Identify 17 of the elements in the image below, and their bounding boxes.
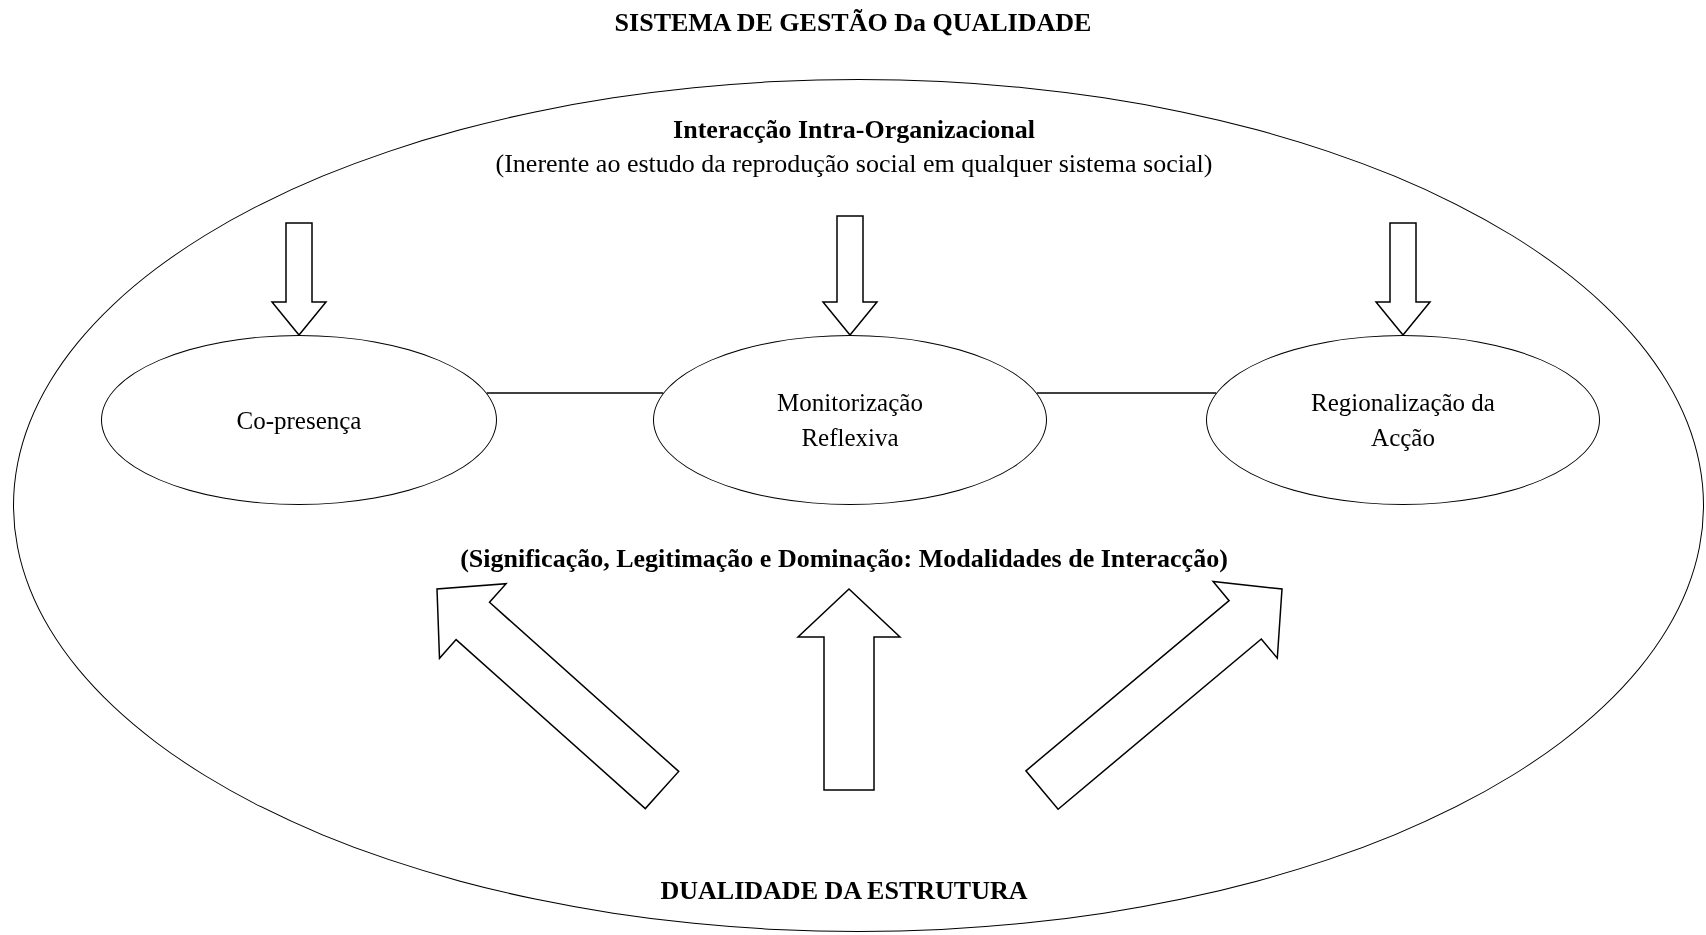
footer-label: DUALIDADE DA ESTRUTURA bbox=[660, 875, 1028, 908]
concept-ellipse: Monitorização Reflexiva bbox=[653, 335, 1047, 505]
block-arrow bbox=[796, 587, 902, 791]
outer-ellipse bbox=[13, 79, 1704, 932]
section-subtitle: (Inerente ao estudo da reprodução social em qualquer sistema social) bbox=[495, 147, 1213, 180]
connector-line bbox=[486, 392, 664, 394]
block-arrow bbox=[821, 215, 879, 337]
section-heading: Interacção Intra-Organizacional bbox=[673, 114, 1035, 146]
block-arrow bbox=[1024, 580, 1283, 811]
concept-ellipse: Regionalização da Acção bbox=[1206, 335, 1600, 505]
diagram-title: SISTEMA DE GESTÃO Da QUALIDADE bbox=[614, 8, 1092, 38]
modalities-label: (Significação, Legitimação e Dominação: Modalidades de Interacção) bbox=[460, 543, 1228, 575]
concept-ellipse: Co-presença bbox=[101, 335, 497, 505]
connector-line bbox=[1036, 392, 1217, 394]
block-arrow bbox=[436, 582, 680, 810]
block-arrow bbox=[1374, 222, 1432, 337]
block-arrow bbox=[270, 222, 328, 337]
